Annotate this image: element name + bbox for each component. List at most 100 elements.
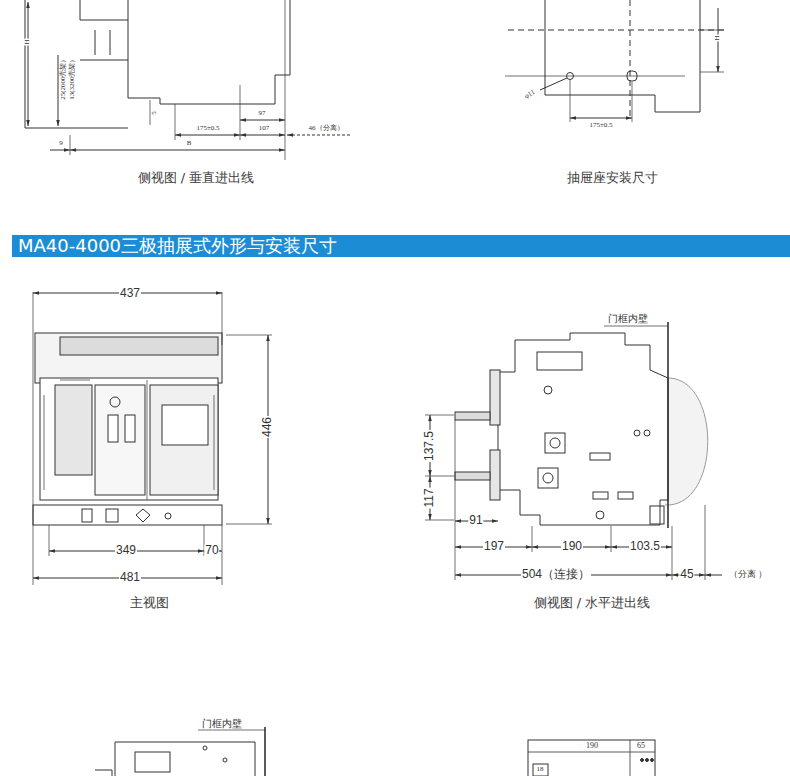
- leader-line: [604, 326, 668, 327]
- outline: [95, 20, 128, 60]
- dimension-value: 91: [468, 514, 483, 527]
- button: [125, 415, 135, 442]
- bolt: [203, 746, 207, 750]
- side-panel: [55, 385, 92, 475]
- dimension-value: 190: [561, 540, 583, 553]
- terminal-block: [490, 370, 500, 425]
- table-outline: [528, 740, 655, 776]
- mount-hole: [567, 73, 574, 80]
- outline: [545, 0, 700, 112]
- outline: [25, 0, 128, 128]
- front-view: [33, 292, 272, 585]
- view-caption: 侧视图 / 垂直进出线: [137, 171, 256, 185]
- extension-line: [33, 292, 222, 585]
- dimension-value: 70: [204, 544, 219, 557]
- bolt: [644, 430, 650, 436]
- dimension-value: φ11: [523, 88, 538, 101]
- drawer-seat-view: [505, 0, 728, 122]
- table-cell: 18: [536, 766, 545, 774]
- detail: [593, 492, 608, 499]
- handle-outline: [665, 378, 708, 505]
- base-rail: [33, 505, 222, 525]
- dimension-value: 504（连接）: [521, 568, 591, 581]
- dot: [641, 759, 644, 762]
- dimension-line: [175, 135, 240, 136]
- table-rule: [528, 740, 655, 776]
- dimension-line: [70, 150, 285, 151]
- extension-line: [700, 30, 724, 72]
- dimension-value: 197: [483, 540, 505, 553]
- terminal-block: [490, 450, 500, 500]
- table-cell: 190: [585, 742, 599, 751]
- dimension-value: 117: [423, 487, 436, 508]
- bottom-views: [95, 727, 655, 776]
- connector: [543, 473, 553, 483]
- connector: [545, 433, 565, 453]
- breaker-body: [40, 378, 218, 500]
- dimension-value: 481: [119, 571, 141, 584]
- dot: [651, 759, 654, 762]
- dimension-value: 25(2000壳架): [60, 59, 68, 101]
- base-part: [136, 509, 150, 522]
- dimension-line: [28, 2, 29, 126]
- dimension-line: [50, 150, 70, 151]
- busbar: [455, 412, 490, 420]
- dimension-value: 13(3200壳架): [69, 59, 77, 101]
- breaker-side: [498, 333, 668, 525]
- extension-line: [455, 420, 705, 580]
- dimension-value: H: [714, 34, 722, 41]
- dimension-line: [287, 135, 350, 136]
- view-caption: 侧视图 / 水平进出线: [533, 596, 652, 610]
- dimension-value: B: [186, 140, 193, 148]
- dimension-value: 437: [119, 287, 141, 300]
- dimension-line: [58, 55, 59, 126]
- connector: [538, 468, 558, 488]
- dimension-value: 103.5: [629, 540, 661, 553]
- dimension-value: 46（分离）: [308, 125, 345, 133]
- dimension-value: 349: [115, 544, 137, 557]
- bolt: [544, 386, 552, 394]
- leader-line: [540, 78, 567, 90]
- table-cell: 65: [636, 742, 646, 751]
- top-bar: [60, 337, 218, 355]
- window: [537, 352, 582, 370]
- detail-line: [44, 380, 214, 500]
- detail: [618, 492, 633, 499]
- base-part: [106, 509, 118, 522]
- section-title: MA40-4000三极抽展式外形与安装尺寸: [12, 235, 790, 257]
- dimension-value: （分离 ）: [728, 570, 768, 580]
- outline: [115, 742, 255, 776]
- dimension-value: 175±0.5: [195, 125, 220, 133]
- indicator: [110, 397, 120, 407]
- view-caption: 主视图: [129, 596, 170, 610]
- dimension-value: 137.5: [423, 430, 436, 462]
- detail: [650, 506, 664, 524]
- dimension-line: [240, 135, 285, 136]
- center-line: [630, 0, 631, 118]
- window: [135, 752, 170, 772]
- side-view-vertical: [25, 0, 350, 160]
- callout-label: 门框内壁: [201, 718, 243, 729]
- dimension-value: 9: [58, 140, 64, 148]
- base-part: [165, 513, 171, 519]
- extension-line: [570, 80, 632, 122]
- busbar: [455, 472, 490, 480]
- top-hood: [35, 333, 222, 383]
- dimension-value: 5: [151, 110, 159, 116]
- bolt: [634, 430, 640, 436]
- connector: [550, 438, 560, 448]
- right-module: [150, 385, 218, 495]
- base-part: [82, 509, 92, 522]
- module-window: [162, 405, 208, 445]
- cell: [533, 764, 548, 776]
- outline: [80, 0, 290, 104]
- center-line: [505, 76, 685, 77]
- dimension-line: [705, 575, 722, 576]
- door-frame-line: [264, 727, 266, 776]
- extension-line: [70, 0, 285, 160]
- dimension-value: 45: [679, 568, 694, 581]
- callout-label: 门框内壁: [607, 313, 649, 324]
- dimension-line: [570, 118, 632, 119]
